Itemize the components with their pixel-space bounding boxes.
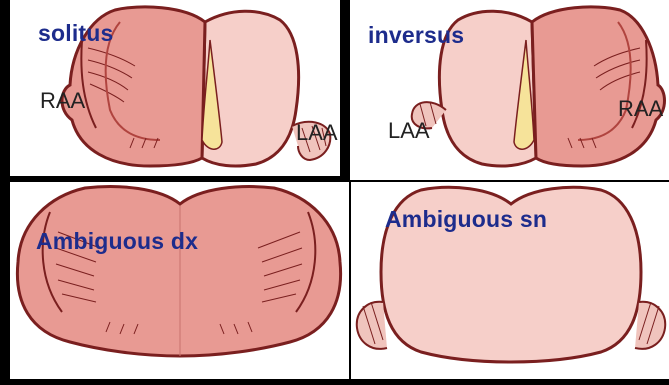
left-appendage-right <box>635 302 665 349</box>
ambiguous-dx-panel: Ambiguous dx <box>10 182 349 379</box>
inversus-raa-label: RAA <box>618 96 663 122</box>
bilateral-right-atria <box>17 187 340 356</box>
inversus-panel: inversus LAA RAA <box>350 0 669 180</box>
ambiguous-dx-label: Ambiguous dx <box>36 228 198 255</box>
inversus-laa-label: LAA <box>388 118 430 144</box>
ambiguous-sn-panel: Ambiguous sn <box>351 182 669 379</box>
solitus-panel: solitus RAA LAA <box>10 0 340 176</box>
inversus-label: inversus <box>368 22 464 49</box>
solitus-laa-label: LAA <box>296 120 338 146</box>
solitus-raa-label: RAA <box>40 88 85 114</box>
ambiguous-dx-atria-illustration <box>10 182 349 379</box>
ambiguous-sn-label: Ambiguous sn <box>385 206 547 233</box>
left-appendage-left <box>357 302 387 349</box>
solitus-label: solitus <box>38 20 114 47</box>
